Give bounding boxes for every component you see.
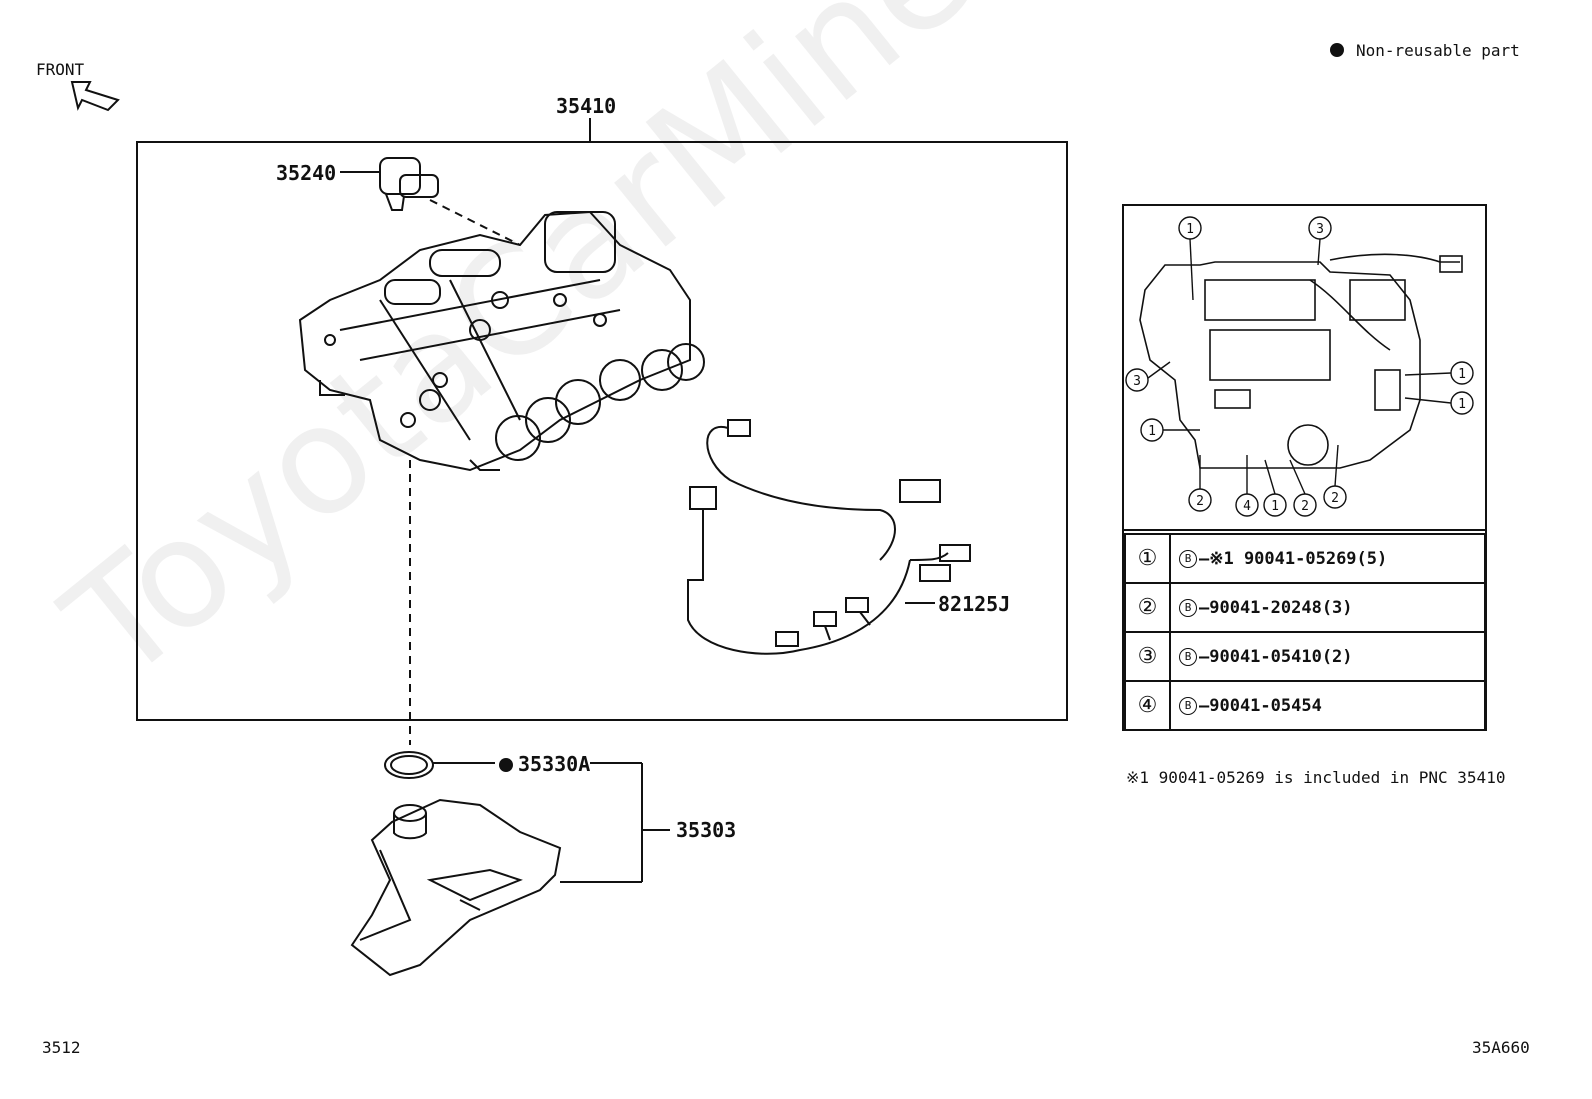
legend-note: Non-reusable part xyxy=(1356,41,1520,60)
table-row: ③ B—90041-05410(2) xyxy=(1124,631,1486,682)
front-arrow-icon xyxy=(70,81,120,112)
oil-strainer-drawing xyxy=(350,798,562,977)
solenoid-drawing xyxy=(340,157,521,246)
part-82125j-label[interactable]: 82125J xyxy=(938,592,1011,616)
bolt-table: ① B—※1 90041-05269(5) ② B—90041-20248(3)… xyxy=(1124,533,1486,731)
part-35330a-label[interactable]: 35330A xyxy=(518,752,591,776)
inset-callouts xyxy=(1125,216,1474,517)
part-35240-label[interactable]: 35240 xyxy=(276,161,337,185)
row-number: ① xyxy=(1124,533,1171,584)
callout-text: 2 xyxy=(1331,491,1339,506)
page-number-right: 35A660 xyxy=(1472,1038,1530,1057)
row-number: ④ xyxy=(1124,680,1171,731)
table-row: ① B—※1 90041-05269(5) xyxy=(1124,533,1486,584)
bolt-part-number[interactable]: —90041-20248(3) xyxy=(1199,597,1353,618)
callout-text: 4 xyxy=(1243,499,1251,514)
callout-text: 1 xyxy=(1186,222,1194,237)
inset-frame xyxy=(1122,204,1487,731)
table-row: ④ B—90041-05454 xyxy=(1124,680,1486,731)
o-ring-drawing xyxy=(384,751,670,883)
callout-text: 3 xyxy=(1316,222,1324,237)
footnote: ※1 90041-05269 is included in PNC 35410 xyxy=(1126,768,1506,787)
callout-text: 2 xyxy=(1301,499,1309,514)
wire-harness-drawing xyxy=(687,419,971,655)
callout-text: 1 xyxy=(1458,397,1466,412)
callout-text: 1 xyxy=(1458,367,1466,382)
bolt-part-number[interactable]: —90041-05454 xyxy=(1199,695,1322,716)
part-35303-label[interactable]: 35303 xyxy=(676,818,737,842)
non-reusable-dot-icon xyxy=(1330,43,1344,57)
callout-text: 1 xyxy=(1148,424,1156,439)
callout-text: 1 xyxy=(1271,499,1279,514)
page-number-left: 3512 xyxy=(42,1038,81,1057)
row-number: ② xyxy=(1124,582,1171,633)
part-35410-label[interactable]: 35410 xyxy=(556,94,617,118)
non-reusable-dot-icon xyxy=(499,758,513,772)
inset-drawing xyxy=(1139,253,1463,469)
assembly-frame xyxy=(136,141,1068,721)
callout-text: 3 xyxy=(1133,374,1141,389)
row-number: ③ xyxy=(1124,631,1171,682)
table-row: ② B—90041-20248(3) xyxy=(1124,582,1486,633)
bolt-part-number[interactable]: —※1 90041-05269(5) xyxy=(1199,548,1388,569)
valve-body-drawing xyxy=(298,210,705,472)
front-label: FRONT xyxy=(36,60,85,79)
b-mark-icon: B xyxy=(1179,549,1197,568)
callout-text: 2 xyxy=(1196,494,1204,509)
b-mark-icon: B xyxy=(1179,598,1197,617)
b-mark-icon: B xyxy=(1179,696,1197,715)
bolt-part-number[interactable]: —90041-05410(2) xyxy=(1199,646,1353,667)
b-mark-icon: B xyxy=(1179,647,1197,666)
